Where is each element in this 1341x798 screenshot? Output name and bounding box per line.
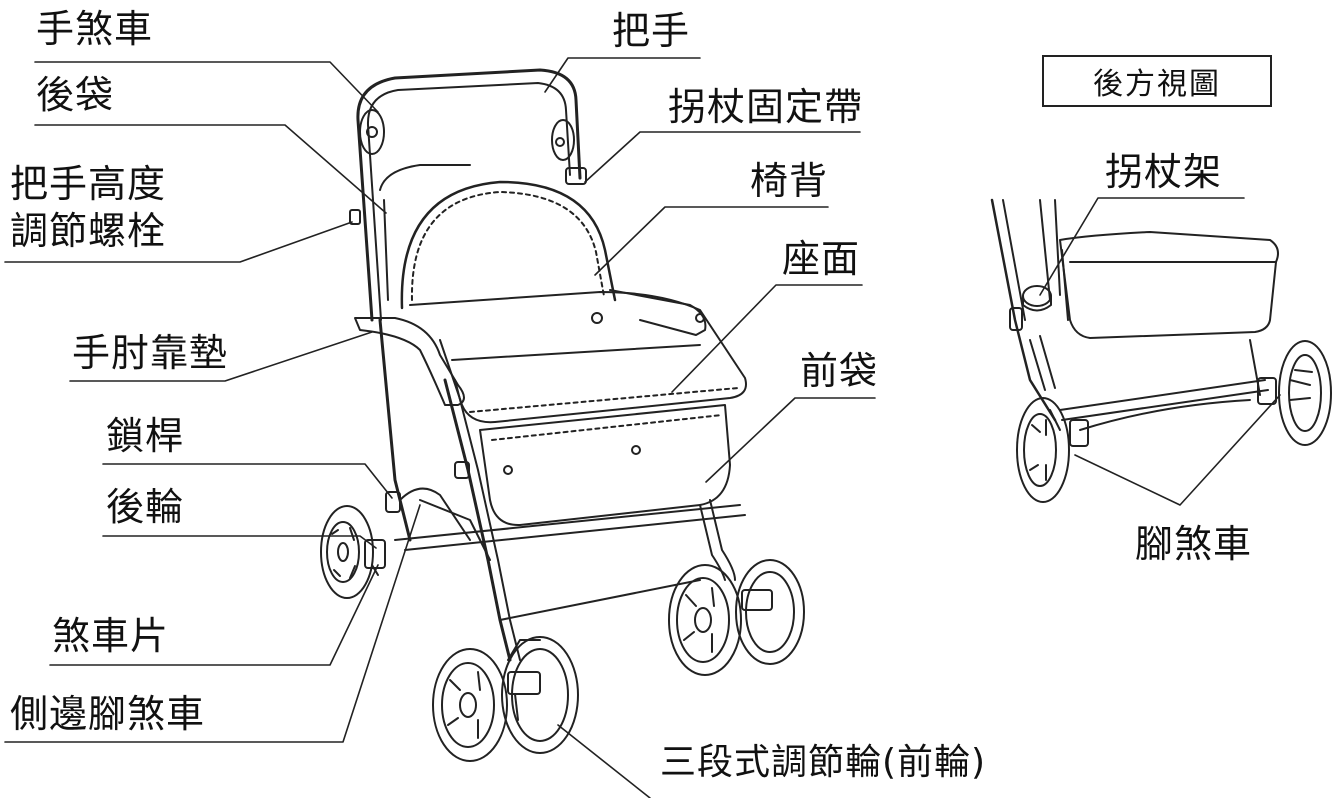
rear-view-art [990,198,1332,503]
label-cane-strap: 拐杖固定帶 [668,85,864,129]
leader-cane-strap [584,131,861,183]
label-side-foot-brake: 側邊腳煞車 [10,692,206,736]
leader-foot-brake [1074,394,1281,506]
leader-lines [4,57,1281,798]
front-wheel-far-art [668,559,805,676]
label-lock-bar: 鎖桿 [106,414,185,458]
rear-view-title: 後方視圖 [1093,67,1221,102]
label-hand-brake: 手煞車 [36,7,154,51]
label-front-wheel: 三段式調節輪(前輪) [660,742,987,783]
rear-view-box: 後方視圖 [1042,55,1272,107]
leader-brake-plate [49,564,379,666]
front-wheel-near-art [432,636,579,762]
leader-lock-bar [102,463,393,499]
leader-seat [671,284,863,393]
label-handle-height-2: 調節螺栓 [10,209,167,253]
leader-handle-height [4,221,353,263]
label-cane-holder: 拐杖架 [1105,150,1223,194]
label-foot-brake: 腳煞車 [1135,522,1253,566]
leader-side-brake [4,504,421,743]
leader-handle [544,57,701,93]
label-handle-height-1: 把手高度 [10,162,167,206]
label-elbow-pad: 手肘靠墊 [72,331,229,375]
label-front-bag: 前袋 [800,349,879,393]
leader-front-wheel [557,724,651,798]
label-brake-plate: 煞車片 [52,614,170,658]
leader-backrest [594,206,829,276]
leader-elbow-pad [69,331,373,382]
leader-front-bag [705,397,876,483]
leader-cane-holder [1039,197,1245,296]
label-rear-bag: 後袋 [36,73,115,117]
label-rear-wheel: 後輪 [106,485,185,529]
label-handle: 把手 [612,9,691,53]
leader-rear-bag [34,124,387,214]
label-backrest: 椅背 [750,159,829,203]
leader-rear-wheel [102,535,377,549]
rear-wheel-art [320,505,386,599]
label-seat: 座面 [782,237,861,281]
